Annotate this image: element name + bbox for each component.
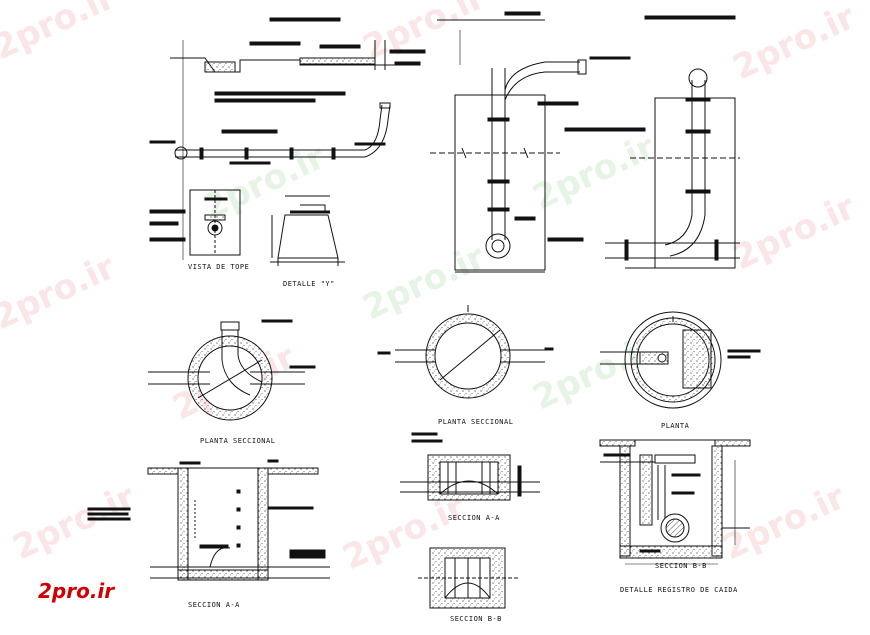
pipe-run-elevation — [149, 91, 391, 165]
seccion-aa-left — [87, 459, 330, 581]
planta-seccional-center — [377, 305, 554, 399]
label-seccion-bb-right: SECCION B-B — [655, 562, 707, 570]
label-detalle-y: DETALLE "Y" — [283, 280, 335, 288]
seccion-aa-center — [400, 432, 540, 501]
watermark-text: 2pro.ir — [357, 0, 491, 68]
brand-logo: 2pro.ir — [38, 579, 115, 603]
label-detalle-registro: DETALLE REGISTRO DE CAIDA — [620, 586, 738, 594]
label-planta: PLANTA — [661, 422, 690, 430]
detalle-registro-de-caida — [599, 439, 751, 565]
planta-seccional-left — [148, 319, 316, 421]
watermark-text: 2pro.ir — [0, 0, 121, 68]
watermark-text: 2pro.ir — [527, 127, 661, 218]
riser-elevation-center — [430, 11, 646, 273]
vista-de-tope-detail — [149, 189, 241, 256]
label-vista-de-tope: VISTA DE TOPE — [188, 263, 249, 271]
watermark-text: 2pro.ir — [0, 247, 121, 338]
watermark-text: 2pro.ir — [197, 137, 331, 228]
label-planta-seccional-left: PLANTA SECCIONAL — [200, 437, 275, 445]
label-planta-seccional-center: PLANTA SECCIONAL — [438, 418, 513, 426]
label-seccion-aa-left: SECCION A-A — [188, 601, 240, 609]
detalle-y-detail — [270, 195, 345, 266]
label-seccion-bb-center: SECCION B-B — [450, 615, 502, 623]
planta-right — [600, 311, 761, 409]
watermark-text: 2pro.ir — [717, 477, 851, 568]
watermark-text: 2pro.ir — [7, 477, 141, 568]
watermark-text: 2pro.ir — [727, 0, 861, 88]
watermark-text: 2pro.ir — [727, 187, 861, 278]
top-left-profile-detail — [170, 17, 426, 260]
seccion-bb-center — [418, 547, 518, 609]
riser-elevation-right — [605, 15, 740, 269]
label-seccion-aa-center: SECCION A-A — [448, 514, 500, 522]
